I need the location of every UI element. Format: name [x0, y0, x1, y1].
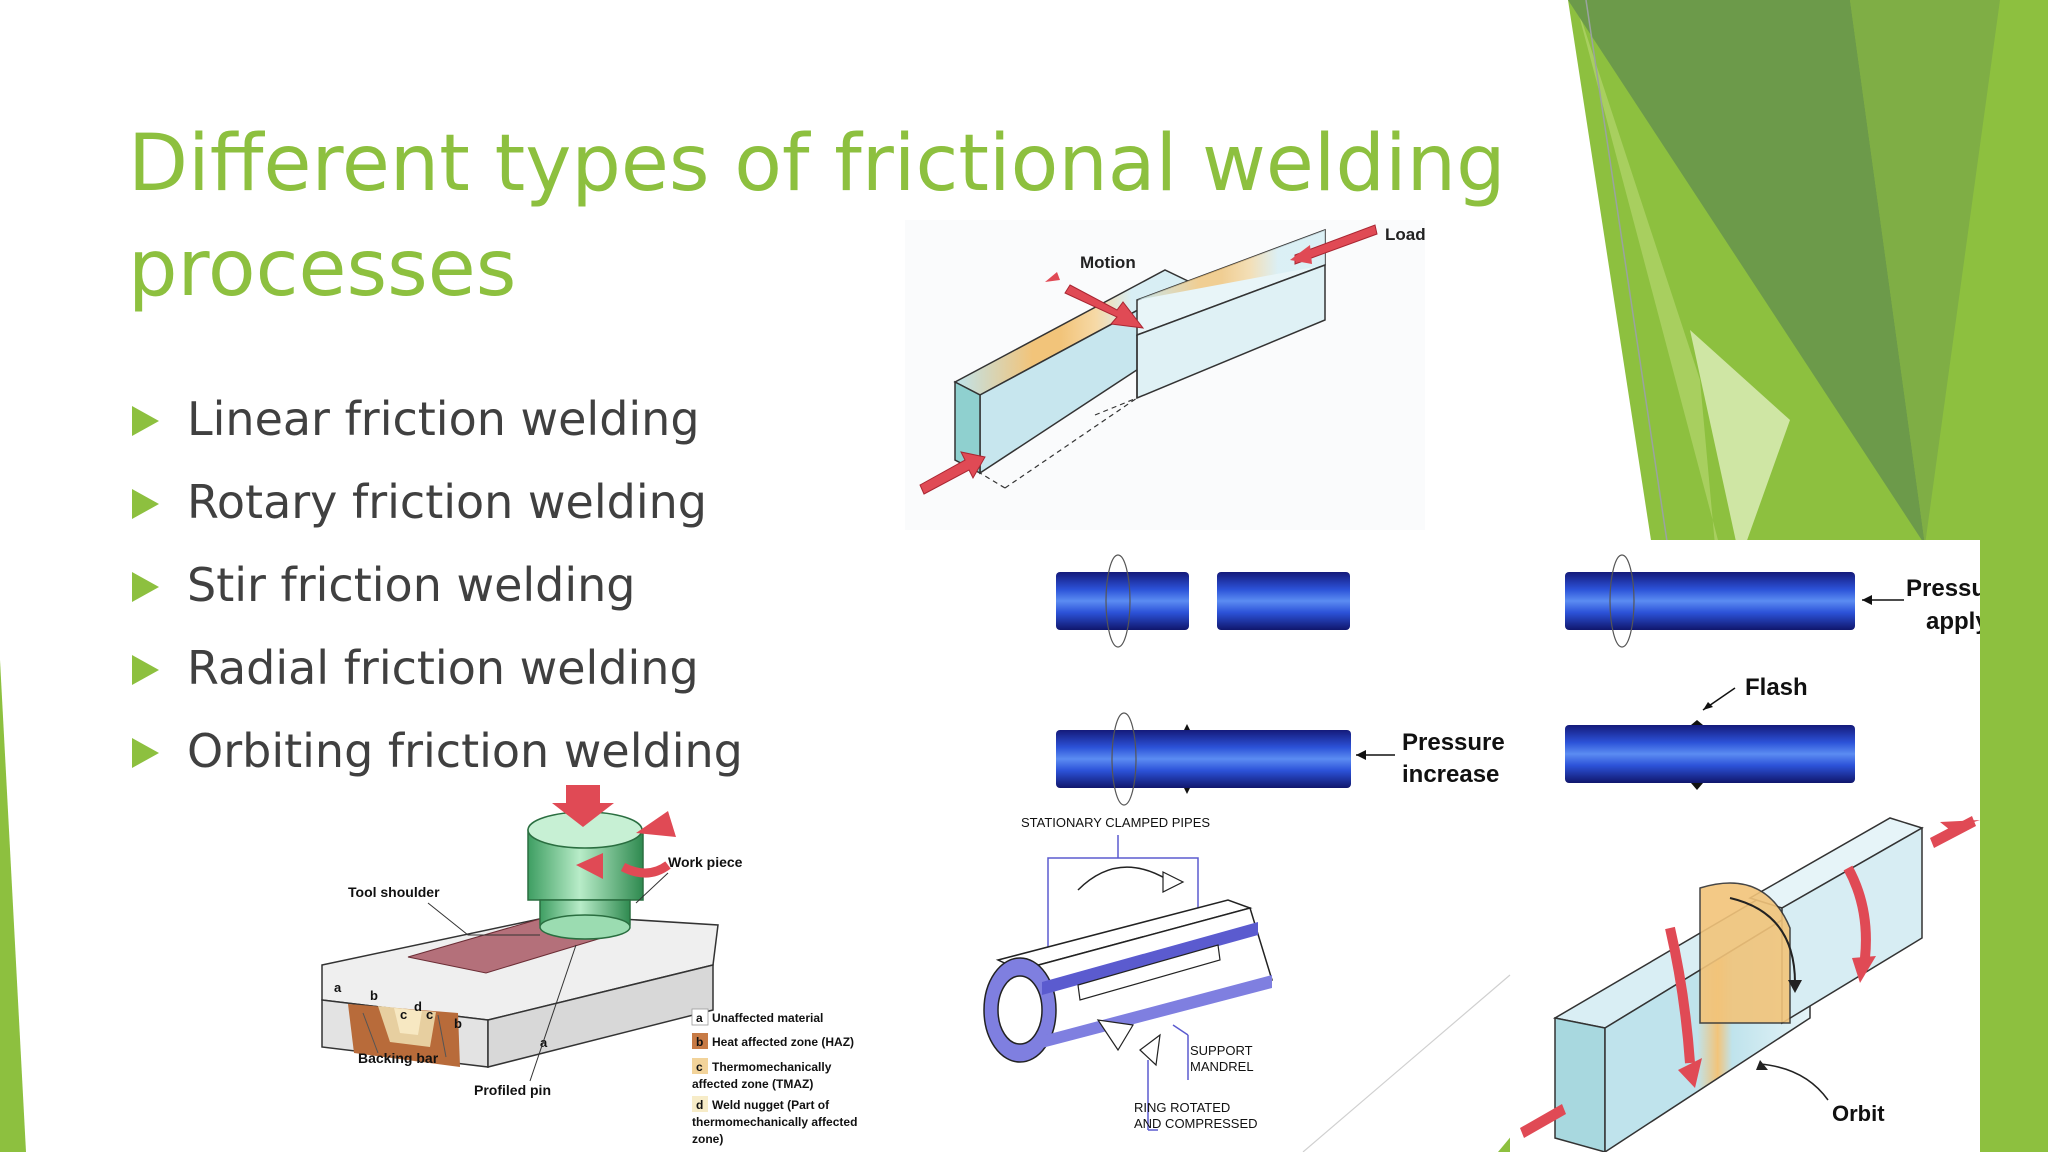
legend-text: thermomechanically affected [692, 1115, 857, 1129]
legend-text: affected zone (TMAZ) [692, 1077, 813, 1091]
support-mandrel-label-1: SUPPORT [1190, 1043, 1253, 1058]
orbit-label: Orbit [1832, 1101, 1885, 1126]
radial-friction-figure: STATIONARY CLAMPED PIPES SUPPORT MANDREL… [958, 810, 1318, 1152]
pressure-apply-label-2: apply [1926, 608, 1980, 635]
profiled-pin-label: Profiled pin [474, 1082, 551, 1098]
slide-title: Different types of frictional welding pr… [128, 112, 1548, 322]
zone-letter: a [334, 980, 342, 995]
zone-letter: b [370, 988, 378, 1003]
bullet-item: Radial friction welding [132, 634, 743, 717]
zone-letter: b [454, 1016, 462, 1031]
motion-label: Motion [1080, 253, 1136, 272]
legend-text: Unaffected material [712, 1011, 823, 1025]
legend-key: a [696, 1011, 703, 1025]
load-label: Load [1385, 225, 1425, 244]
flash-label: Flash [1745, 674, 1808, 701]
tool-shoulder-label: Tool shoulder [348, 884, 440, 900]
title-line-2: processes [128, 224, 517, 314]
bullet-arrow-icon [132, 572, 159, 602]
legend-text: Thermomechanically [712, 1060, 832, 1074]
zone-letter: c [400, 1007, 407, 1022]
bullet-text: Radial friction welding [187, 641, 699, 695]
bullet-item: Orbiting friction welding [132, 717, 743, 800]
bullet-text: Linear friction welding [187, 392, 700, 446]
stationary-clamped-pipes-label: STATIONARY CLAMPED PIPES [1021, 815, 1210, 830]
bullet-item: Rotary friction welding [132, 468, 743, 551]
stir-friction-figure: a b c d c b a Tool shoulder Work piece B… [318, 785, 878, 1152]
zone-letter: a [540, 1035, 548, 1050]
pressure-apply-label-1: Pressure [1906, 575, 1980, 602]
support-mandrel-label-2: MANDREL [1190, 1059, 1254, 1074]
bullet-arrow-icon [132, 738, 159, 768]
linear-friction-figure: Motion Load [905, 220, 1425, 530]
legend-key: b [696, 1035, 703, 1049]
backing-bar-label: Backing bar [358, 1050, 439, 1066]
right-pale-facet [1690, 330, 1790, 560]
legend-key: c [696, 1060, 703, 1074]
zone-letter: c [426, 1007, 433, 1022]
pressure-increase-label-1: Pressure [1402, 729, 1505, 756]
bullet-text: Rotary friction welding [187, 475, 707, 529]
bullet-item: Stir friction welding [132, 551, 743, 634]
bullet-arrow-icon [132, 489, 159, 519]
ring-rotated-label-2: AND COMPRESSED [1134, 1116, 1258, 1131]
left-green-sliver [0, 660, 26, 1152]
legend-text: zone) [692, 1132, 723, 1146]
zone-letter: d [414, 999, 422, 1014]
work-piece-label: Work piece [668, 854, 743, 870]
legend-text: Heat affected zone (HAZ) [712, 1035, 854, 1049]
right-thin-line [1585, 0, 1669, 549]
bullet-arrow-icon [132, 406, 159, 436]
bullet-item: Linear friction welding [132, 385, 743, 468]
bullet-list: Linear friction welding Rotary friction … [132, 385, 743, 800]
legend-text: Weld nugget (Part of [712, 1098, 830, 1112]
bullet-text: Orbiting friction welding [187, 724, 743, 778]
title-line-1: Different types of frictional welding [128, 119, 1506, 209]
bullet-arrow-icon [132, 655, 159, 685]
orbiting-friction-figure: Orbit [1510, 808, 1980, 1152]
ring-rotated-label-1: RING ROTATED [1134, 1100, 1230, 1115]
right-mid-facet [1850, 0, 2000, 545]
legend-key: d [696, 1098, 703, 1112]
right-dark-facet [1568, 0, 1925, 545]
bullet-text: Stir friction welding [187, 558, 636, 612]
rotary-friction-figure: Pressure increase Pressure apply Flash [1040, 540, 1980, 810]
pressure-increase-label-2: increase [1402, 761, 1499, 788]
